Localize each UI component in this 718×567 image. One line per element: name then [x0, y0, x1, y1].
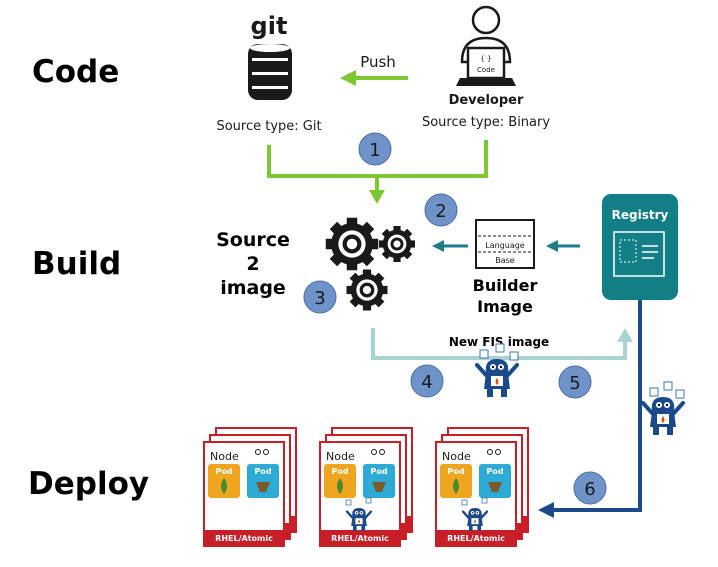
node-2-pod-b: Pod — [370, 467, 387, 476]
s2i-line3: image — [220, 277, 286, 299]
registry-label: Registry — [612, 208, 669, 222]
step-3-circle — [303, 280, 337, 314]
developer-label: Developer — [449, 93, 524, 108]
developer-screen-text: Code — [477, 66, 495, 74]
developer-laptop-icon: { } Code — [456, 5, 516, 86]
step-5-number: 5 — [569, 373, 580, 394]
node-stack-2: Node Pod Pod RHEL/Atomic — [319, 427, 413, 547]
step-2-number: 2 — [435, 201, 446, 222]
pod-blue-icon — [247, 464, 279, 498]
git-database-icon: git — [248, 12, 292, 100]
git-logo-text: git — [251, 12, 288, 40]
node-1-pod-a: Pod — [215, 467, 232, 476]
builder-image-icon: Language Base — [475, 219, 535, 269]
node-2-pod-a: Pod — [331, 467, 348, 476]
builder-layer-base: Base — [495, 256, 515, 265]
step-4-number: 4 — [421, 372, 432, 393]
node-1-pod-b: Pod — [254, 467, 271, 476]
node-3-label: Node — [442, 450, 471, 463]
step-5-circle — [558, 365, 592, 399]
step-6-number: 6 — [584, 479, 595, 500]
step-2-circle — [424, 193, 458, 227]
stage-build-label: Build — [32, 246, 121, 282]
registry-mascot-icon — [641, 381, 685, 437]
step-3-number: 3 — [314, 288, 325, 309]
stage-code-label: Code — [32, 54, 119, 90]
step-6-circle — [573, 471, 607, 505]
developer-source-type: Source type: Binary — [422, 115, 550, 130]
node-3-pod-b: Pod — [486, 467, 503, 476]
stage-deploy-label: Deploy — [28, 466, 149, 502]
node-2-label: Node — [326, 450, 355, 463]
push-arrow-head — [340, 70, 356, 86]
s2i-line2: 2 — [246, 253, 259, 275]
builder-layer-language: Language — [485, 241, 525, 250]
registry-to-deploy-arrow-head — [538, 502, 554, 518]
s2i-line1: Source — [216, 229, 290, 251]
node-2-footer: RHEL/Atomic — [331, 534, 389, 543]
node-stack-1: Node Pod Pod RHEL/Atomic — [203, 427, 297, 547]
developer-screen-glyph: { } — [480, 55, 491, 63]
push-label: Push — [360, 53, 396, 71]
fis-image-label: New FIS image — [449, 335, 549, 349]
node-1-footer: RHEL/Atomic — [215, 534, 273, 543]
node-1-label: Node — [210, 450, 239, 463]
registry-to-builder-arrow-head — [546, 240, 558, 252]
fis-mascot-icon — [475, 343, 519, 399]
builder-label-line2: Image — [477, 297, 533, 316]
fis-image-arrow — [371, 328, 627, 360]
fis-image-arrow-head — [617, 328, 633, 342]
source-to-build-arrow-head — [369, 190, 385, 204]
node-3-pod-a: Pod — [447, 467, 464, 476]
step-1-circle — [358, 132, 392, 166]
registry-icon — [602, 194, 678, 300]
builder-to-gears-arrow-head — [432, 240, 444, 252]
step-1-number: 1 — [369, 140, 380, 161]
registry-to-deploy-arrow — [552, 300, 642, 512]
node-3-footer: RHEL/Atomic — [447, 534, 505, 543]
node-stack-3: Node Pod Pod RHEL/Atomic — [435, 427, 529, 547]
git-source-type: Source type: Git — [216, 119, 321, 134]
builder-label-line1: Builder — [473, 276, 538, 295]
step-4-circle — [410, 364, 444, 398]
gears-icon — [325, 217, 415, 311]
